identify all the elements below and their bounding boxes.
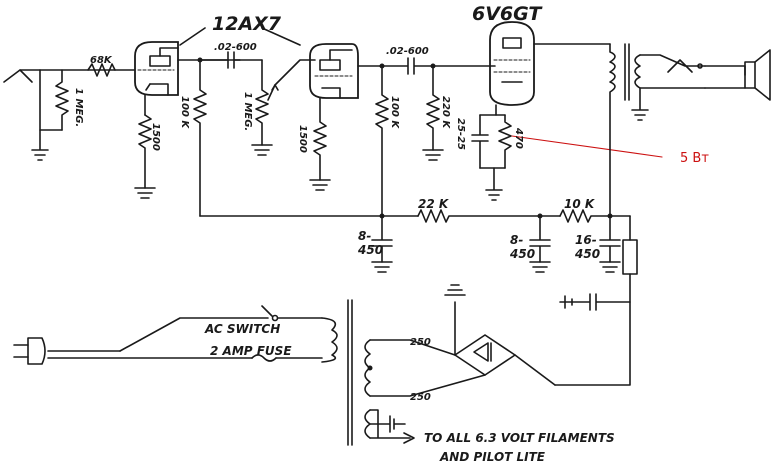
filter-capacitor-3 <box>599 215 621 273</box>
grid-resistor-1-label: 68K <box>90 55 113 66</box>
input-leak-label: 1 MEG. <box>73 88 84 127</box>
triode-1 <box>134 41 179 96</box>
filament-winding <box>369 409 415 444</box>
cathode-resistor-1 <box>134 114 156 199</box>
line-capacitor <box>559 293 631 311</box>
cathode-resistor-power-label: 470 <box>513 127 524 149</box>
input-leak-resistor <box>55 69 69 131</box>
filter-resistor-1-label: 22 K <box>418 197 450 211</box>
cathode-resistor-2-label: 1500 <box>297 125 308 153</box>
coupling-capacitor-2-label: .02-600 <box>386 46 429 57</box>
ac-switch <box>119 305 323 352</box>
ac-switch-label: AC SWITCH <box>204 322 280 336</box>
coupling-capacitor-2 <box>379 57 496 75</box>
power-tube <box>489 21 611 106</box>
hv-winding-bottom-label: 250 <box>410 392 431 403</box>
filter-capacitor-2 <box>529 215 551 273</box>
power-choke <box>554 215 638 386</box>
power-transformer <box>321 299 371 446</box>
volume-pot-label: 1 MEG. <box>242 92 253 131</box>
plate-resistor-2-label: 100 K <box>389 96 400 129</box>
triode-2 <box>309 43 359 99</box>
ground-symbol <box>31 129 49 161</box>
rectifier-bridge <box>369 284 556 397</box>
filter-resistor-2-label: 10 K <box>564 197 596 211</box>
coupling-capacitor-1 <box>199 51 263 69</box>
filter-resistor-1 <box>417 209 561 223</box>
filament-label-line2: AND PILOT LITE <box>439 450 546 464</box>
plate-resistor-2 <box>375 65 389 217</box>
plate-resistor-1-label: 100 K <box>179 96 190 129</box>
filter-capacitor-3-label: 16-450 <box>574 233 600 261</box>
power-rating-annotation: 5 Вт <box>680 151 709 166</box>
fuse <box>47 354 323 362</box>
cathode-resistor-1-label: 1500 <box>150 123 161 151</box>
input-jack <box>3 69 41 83</box>
cathode-capacitor-label: 25-25 <box>455 118 466 150</box>
cathode-resistor-2 <box>309 97 331 191</box>
coupling-capacitor-1-label: .02-600 <box>214 42 257 53</box>
filter-resistor-2 <box>559 209 631 223</box>
ac-plug <box>13 337 121 365</box>
filament-label-line1: TO ALL 6.3 VOLT FILAMENTS <box>424 431 615 445</box>
filter-capacitor-2-label: 8-450 <box>509 233 535 261</box>
output-transformer <box>609 43 706 217</box>
fuse-label: 2 AMP FUSE <box>210 344 292 358</box>
grid-resistor-power <box>422 65 444 161</box>
speaker <box>704 49 771 101</box>
grid-resistor-power-label: 220 K <box>440 96 451 129</box>
output-jack <box>667 59 703 73</box>
power-tube-label: 6V6GT <box>472 3 543 25</box>
annotation-leader <box>511 135 663 158</box>
filter-capacitor-1 <box>371 215 393 273</box>
cathode-bypass <box>471 114 512 201</box>
input-ground-wire <box>39 69 63 131</box>
plate-resistor-1 <box>193 59 207 217</box>
hv-winding-top-label: 250 <box>410 337 431 348</box>
filter-capacitor-1-label: 8-450 <box>357 229 383 257</box>
grid-resistor-1 <box>87 63 116 77</box>
